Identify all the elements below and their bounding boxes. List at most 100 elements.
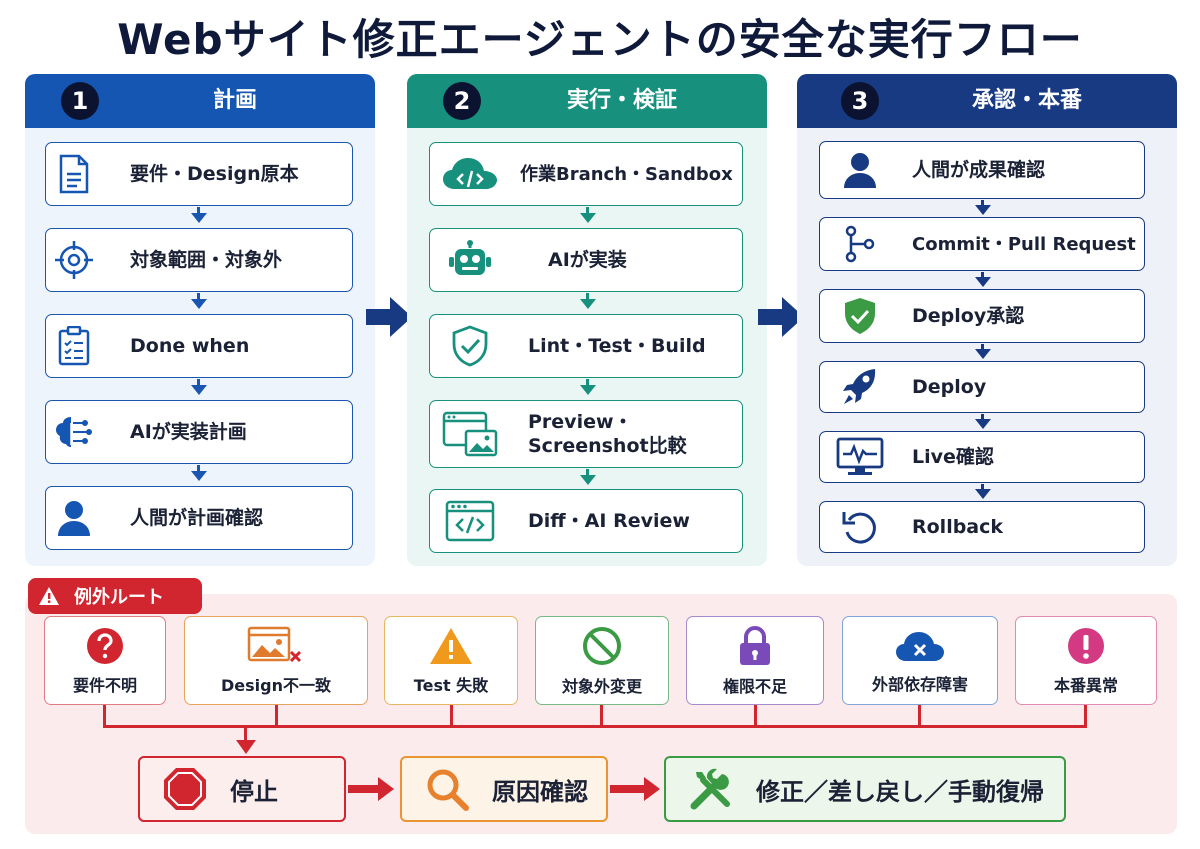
step-number-badge: 2 [443,82,481,120]
flow-arrow [975,205,991,215]
exception-label: 要件不明 [72,675,137,695]
root-cause-action[interactable]: 原因確認 [400,756,608,822]
exception-label: 対象外変更 [561,676,642,696]
question-icon [87,627,123,664]
magnifier-icon [402,766,492,812]
flow-arrow [975,419,991,429]
exception-insufficient-permissions[interactable]: 権限不足 [686,616,824,705]
step-label-line1: Preview・ [528,411,633,433]
exception-label: 権限不足 [722,676,787,696]
step-label: 人間が成果確認 [912,158,1046,181]
approve-header: 3 承認・本番 [797,74,1177,128]
step-ai-implements[interactable]: AIが実装 [429,228,743,292]
step-human-plan-review[interactable]: 人間が計画確認 [45,486,353,550]
exception-bus-line [103,725,1087,728]
step-rollback[interactable]: Rollback [819,501,1145,553]
step-scope[interactable]: 対象範囲・対象外 [45,228,353,292]
step-label: Live確認 [912,445,994,468]
exception-production-anomaly[interactable]: 本番異常 [1015,616,1157,705]
flow-arrow [580,475,596,485]
step-done-when[interactable]: Done when [45,314,353,378]
step-number-badge: 1 [61,82,99,120]
step-label: AIが実装計画 [130,420,247,443]
step-requirements[interactable]: 要件・Design原本 [45,142,353,206]
green-shield-icon [820,290,900,342]
step-label: 人間が計画確認 [130,506,264,529]
exception-route-tag: 例外ルート [28,578,202,614]
step-branch-sandbox[interactable]: 作業Branch・Sandbox [429,142,743,206]
flow-arrow [191,471,207,481]
flow-arrow [975,277,991,287]
alert-icon [1068,627,1104,664]
plan-header: 1 計画 [25,74,375,128]
preview-image-icon [430,401,510,467]
exception-external-dependency-failure[interactable]: 外部依存障害 [842,616,998,705]
flow-arrow [191,299,207,309]
flow-arrow [975,489,991,499]
exception-label: Design不一致 [221,675,331,695]
cloud-code-icon [430,143,510,205]
step-label: Deploy承認 [912,304,1025,327]
ai-brain-icon [46,401,102,463]
step-lint-test-build[interactable]: Lint・Test・Build [429,314,743,378]
step-label: Done when [130,334,250,357]
step-ai-plan[interactable]: AIが実装計画 [45,400,353,464]
step-label: Rollback [912,515,1004,538]
exception-route-label: 例外ルート [74,587,164,608]
exception-label: 本番異常 [1053,675,1118,695]
step-human-review-result[interactable]: 人間が成果確認 [819,141,1145,199]
right-arrow-icon [610,777,660,801]
approve-column: 3 承認・本番 人間が成果確認 Commit・Pull Request Depl… [797,74,1177,566]
exception-label: 外部依存障害 [871,674,968,694]
step-label: Preview・ Screenshot比較 [510,410,742,458]
tools-icon [666,766,756,812]
prohibited-icon [583,626,621,665]
stop-action[interactable]: 停止 [138,756,346,822]
flow-arrow [191,385,207,395]
stop-label: 停止 [230,777,278,806]
step-label: Lint・Test・Build [528,334,706,357]
exception-unclear-requirements[interactable]: 要件不明 [44,616,166,705]
step-commit-pr[interactable]: Commit・Pull Request [819,217,1145,271]
fix-revert-label: 修正／差し戻し／手動復帰 [756,777,1044,806]
stop-sign-icon [140,766,230,812]
git-branch-icon [820,218,900,270]
monitor-pulse-icon [820,432,900,482]
warning-icon [430,627,472,664]
approve-title: 承認・本番 [971,88,1082,113]
exception-label: Test 失敗 [413,675,489,695]
step-label: 要件・Design原本 [130,162,299,185]
warning-icon [39,587,59,605]
fix-revert-action[interactable]: 修正／差し戻し／手動復帰 [664,756,1066,822]
step-diff-review[interactable]: Diff・AI Review [429,489,743,553]
exec-title: 実行・検証 [566,88,677,113]
exception-out-of-scope-change[interactable]: 対象外変更 [535,616,669,705]
exception-design-mismatch[interactable]: Design不一致 [184,616,368,705]
step-label: Diff・AI Review [528,509,690,532]
rocket-icon [820,362,900,412]
page-title: Webサイト修正エージェントの安全な実行フロー [117,15,1083,64]
flow-arrow [975,349,991,359]
robot-icon [430,229,510,291]
step-number-badge: 3 [841,82,879,120]
right-arrow-icon [348,777,394,801]
image-mismatch-icon [247,626,302,662]
step-label: AIが実装 [548,248,627,271]
step-live-check[interactable]: Live確認 [819,431,1145,483]
flow-arrow [580,385,596,395]
exception-test-failure[interactable]: Test 失敗 [384,616,518,705]
step-preview-screenshot[interactable]: Preview・ Screenshot比較 [429,400,743,468]
lock-icon [740,625,770,665]
step-label-line2: Screenshot比較 [528,435,687,457]
step-deploy-approval[interactable]: Deploy承認 [819,289,1145,343]
person-icon [820,142,900,198]
flow-arrow [191,213,207,223]
flow-arrow [580,299,596,309]
person-icon [46,487,102,549]
flow-arrow [580,213,596,223]
exec-header: 2 実行・検証 [407,74,767,128]
code-window-icon [430,490,510,552]
step-deploy[interactable]: Deploy [819,361,1145,413]
step-label: 作業Branch・Sandbox [520,163,733,185]
step-label: Deploy [912,375,987,398]
